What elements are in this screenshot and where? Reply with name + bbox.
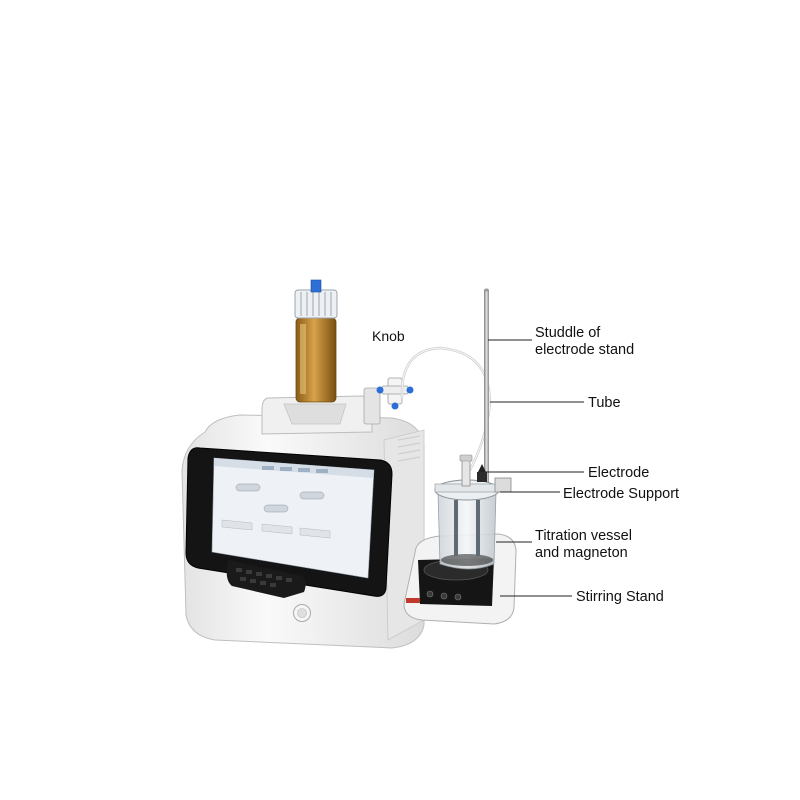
label-tube: Tube <box>588 395 621 411</box>
label-stirring-stand: Stirring Stand <box>576 589 664 605</box>
label-electrode-support: Electrode Support <box>563 486 679 502</box>
electrode-stand-rod <box>484 288 489 500</box>
titration-vessel <box>437 491 497 570</box>
tube <box>400 346 492 471</box>
leader-lines <box>486 339 584 597</box>
touch-screen <box>185 447 393 597</box>
label-knob: Knob <box>372 328 405 344</box>
label-vessel-line1: Titration vessel <box>535 528 632 544</box>
label-vessel-line2: and magneton <box>535 545 628 561</box>
vent-slots <box>397 435 421 462</box>
label-studdle-line2: electrode stand <box>535 342 634 358</box>
label-electrode: Electrode <box>588 465 649 481</box>
electrode <box>459 454 487 487</box>
front-grille <box>226 560 306 598</box>
label-studdle-line1: Studdle of <box>535 325 601 341</box>
power-button <box>293 604 311 622</box>
knob-valve <box>363 377 414 425</box>
electrode-support <box>434 477 512 501</box>
reagent-burette <box>294 279 338 403</box>
